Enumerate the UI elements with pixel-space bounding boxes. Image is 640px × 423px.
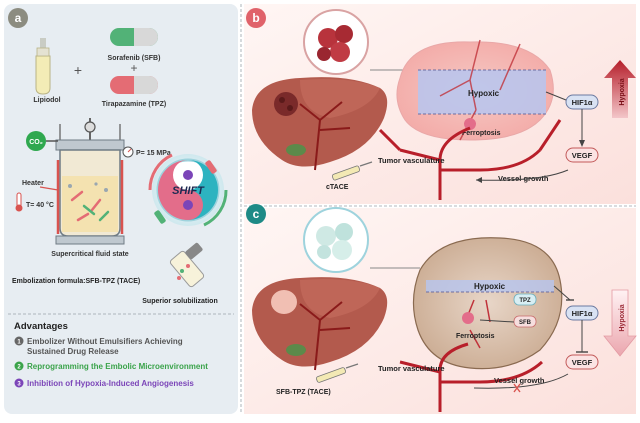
vessel-growth-arrow-c: [473, 373, 569, 389]
vegf-node-b: [565, 147, 599, 163]
tpz-chip: [513, 293, 537, 306]
advantage-text: Embolizer Without Emulsifiers Achieving: [27, 337, 183, 346]
ferroptosis-label-b: Ferroptosis: [462, 130, 501, 137]
vessel-growth-arrow-b: [475, 169, 569, 181]
temperature-label: T= 40 °C: [26, 201, 54, 209]
sorafenib-capsule-icon: [110, 28, 158, 46]
pressure-label: P= 15 MPa: [136, 150, 171, 157]
tumor-hypoxic-region: [396, 39, 554, 141]
superior-solubilization: Superior solubilization: [142, 298, 217, 305]
tumor-vasculature-label-b: Tumor vasculature: [378, 156, 445, 165]
vasculature-b: [378, 119, 562, 200]
panel-b-badge-label: b: [252, 11, 259, 25]
advantage-number: 1: [17, 340, 21, 346]
hypoxia-down-arrow: [603, 289, 637, 357]
sorafenib-label: Sorafenib (SFB): [108, 55, 161, 62]
vegf-label-b: VEGF: [572, 151, 593, 160]
sfb-label: SFB: [519, 320, 532, 326]
sfb-to-ferroptosis-arrow: [479, 319, 515, 323]
embolization-formula: Embolization formula:SFB-TPZ (TACE): [12, 278, 140, 285]
hif-label-b: HIF1α: [572, 98, 593, 107]
ctace-label: cTACE: [326, 184, 349, 191]
advantage-item: 1 Embolizer Without Emulsifiers Achievin…: [14, 336, 183, 356]
panel-a-badge-label: a: [15, 11, 22, 25]
thermometer-icon: [15, 192, 23, 212]
plus-sign-1: +: [74, 62, 82, 78]
advantage-text-line2: Sustained Drug Release: [27, 347, 119, 356]
co2-cylinder-icon: [26, 131, 58, 151]
syringe-vial-icon: [169, 242, 205, 288]
pressure-gauge-icon: [122, 146, 134, 158]
heater-arrow: [39, 186, 59, 191]
advantage-number: 3: [17, 382, 21, 388]
sfb-tpz-syringe-icon: [316, 363, 359, 383]
vessel-growth-label-b: Vessel growth: [498, 174, 549, 183]
vegf-node-c: [565, 354, 599, 370]
heater-label: Heater: [22, 180, 44, 187]
advantage-item: 2 Reprogramming the Embolic Microenviron…: [14, 361, 208, 371]
advantage-text: Inhibition of Hypoxia-Induced Angiogenes…: [27, 379, 194, 388]
shift-diagram: [148, 153, 228, 227]
co2-label: CO₂: [29, 139, 43, 146]
hypoxia-label-c: Hypoxia: [619, 304, 626, 331]
advantage-number-badge: [14, 378, 24, 388]
ctace-syringe-icon: [331, 161, 373, 181]
vessel-growth-block-icon: [513, 383, 521, 393]
panel-b-badge: [246, 8, 266, 28]
advantage-text: Reprogramming the Embolic Microenvironme…: [27, 362, 208, 371]
hypoxic-to-hif-arrow-c: [553, 285, 571, 301]
shift-label: SHIFT: [172, 185, 205, 197]
hypoxic-label-b: Hypoxic: [468, 89, 500, 98]
plus-sign-2: +: [130, 61, 137, 75]
tumor-hypoxic-region-c: [412, 237, 563, 370]
panel-a: a Lipiodol + Sorafenib (SFB) + Tirapazam…: [4, 4, 238, 414]
panel-a-badge: [8, 8, 28, 28]
panel-b: b cTACE: [244, 4, 636, 204]
reactor-vessel: [55, 118, 125, 245]
hif-label-c: HIF1α: [572, 309, 593, 318]
advantage-item: 3 Inhibition of Hypoxia-Induced Angiogen…: [14, 378, 194, 388]
supercritical-state-label: Supercritical fluid state: [51, 251, 129, 258]
hypoxia-up-arrow: [604, 60, 636, 118]
tumor-vasculature-label-c: Tumor vasculature: [378, 364, 445, 373]
hif-to-vegf-arrowhead-b: [579, 140, 585, 147]
hypoxic-to-hif-arrow-b: [545, 91, 567, 101]
advantage-number-badge: [14, 361, 24, 371]
tirapazamine-label: Tirapazamine (TPZ): [102, 101, 166, 108]
ferroptosis-label-c: Ferroptosis: [456, 333, 495, 340]
hypoxic-label-c: Hypoxic: [474, 282, 506, 291]
panel-c: c SFB-TPZ (TACE): [244, 204, 637, 414]
tumor-zoom-icon-c: [303, 207, 420, 273]
lipiodol-ampoule-icon: [35, 38, 51, 95]
tpz-label: TPZ: [519, 298, 531, 304]
panel-c-badge-label: c: [253, 207, 260, 221]
tumor-zoom-icon: [303, 9, 420, 75]
advantages-title: Advantages: [14, 321, 68, 332]
vessel-growth-label-c: Vessel growth: [494, 376, 545, 385]
advantage-number: 2: [17, 365, 21, 371]
sfb-tpz-label: SFB-TPZ (TACE): [276, 389, 331, 396]
tirapazamine-capsule-icon: [110, 76, 158, 94]
advantage-number-badge: [14, 336, 24, 346]
lipiodol-label: Lipiodol: [33, 97, 60, 104]
liver-icon: [252, 77, 388, 171]
panel-c-badge: [246, 204, 266, 224]
vasculature-c: [399, 342, 544, 412]
vessel-growth-arrowhead-b: [476, 177, 482, 183]
liver-icon-c: [252, 277, 388, 371]
hypoxia-label-b: Hypoxia: [619, 78, 626, 105]
vegf-label-c: VEGF: [572, 358, 593, 367]
